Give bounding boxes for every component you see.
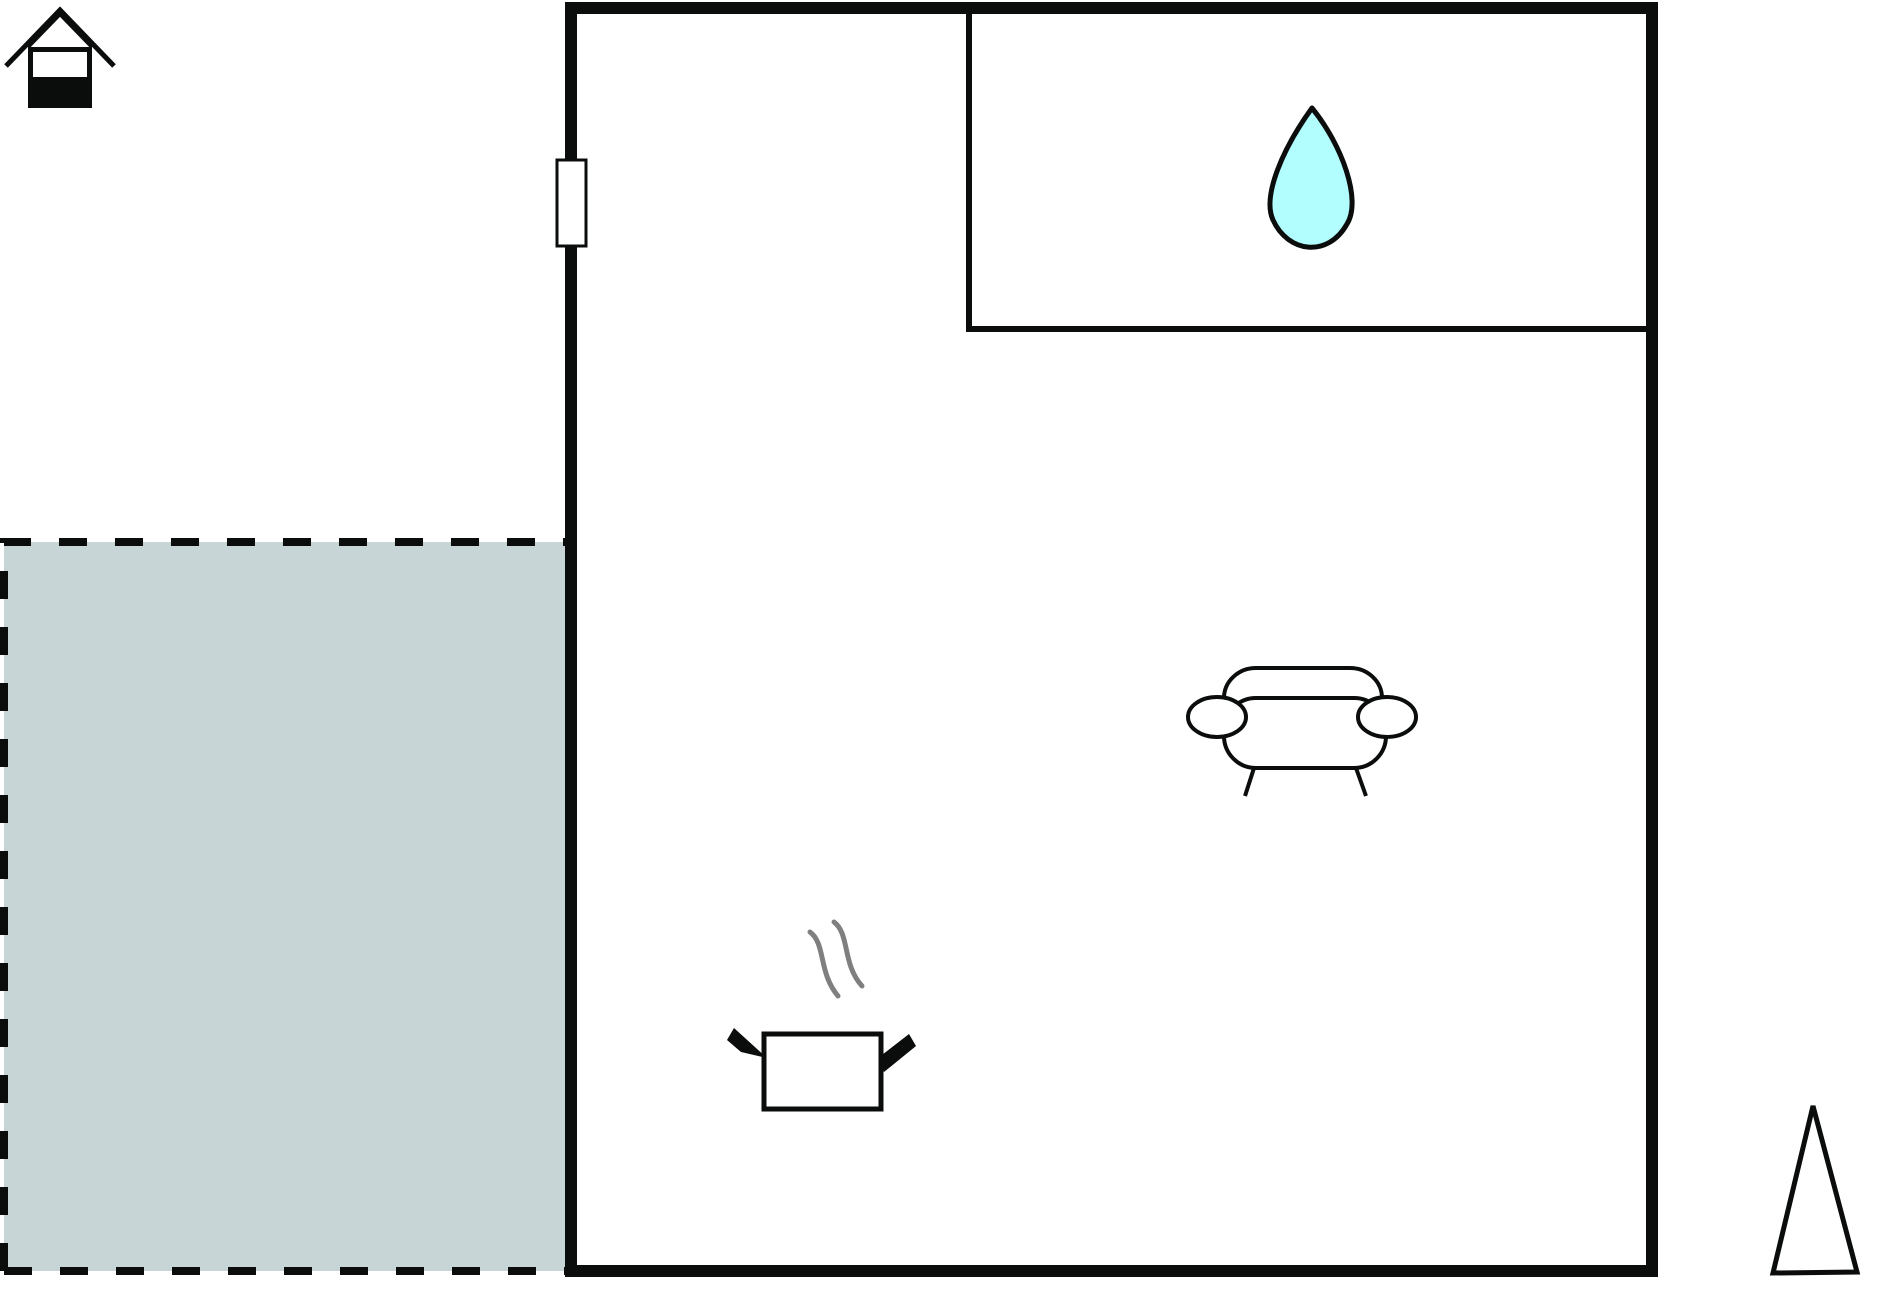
- north-arrow-icon: [1769, 1105, 1861, 1276]
- main-room-walls: [565, 2, 1658, 1277]
- bathroom: [966, 14, 1646, 332]
- main-room: [565, 2, 1658, 1277]
- house-entrance-icon: [4, 6, 116, 108]
- sofa-icon: [1186, 666, 1418, 797]
- bathroom-walls: [966, 14, 1646, 332]
- wall-opening: [555, 158, 588, 248]
- terrace-fill: [4, 542, 567, 1271]
- terrace-dashed-border: [0, 538, 567, 1275]
- water-drop-icon: [1267, 105, 1355, 250]
- cooking-pot-icon: [727, 919, 916, 1112]
- terrace-area: [0, 538, 567, 1275]
